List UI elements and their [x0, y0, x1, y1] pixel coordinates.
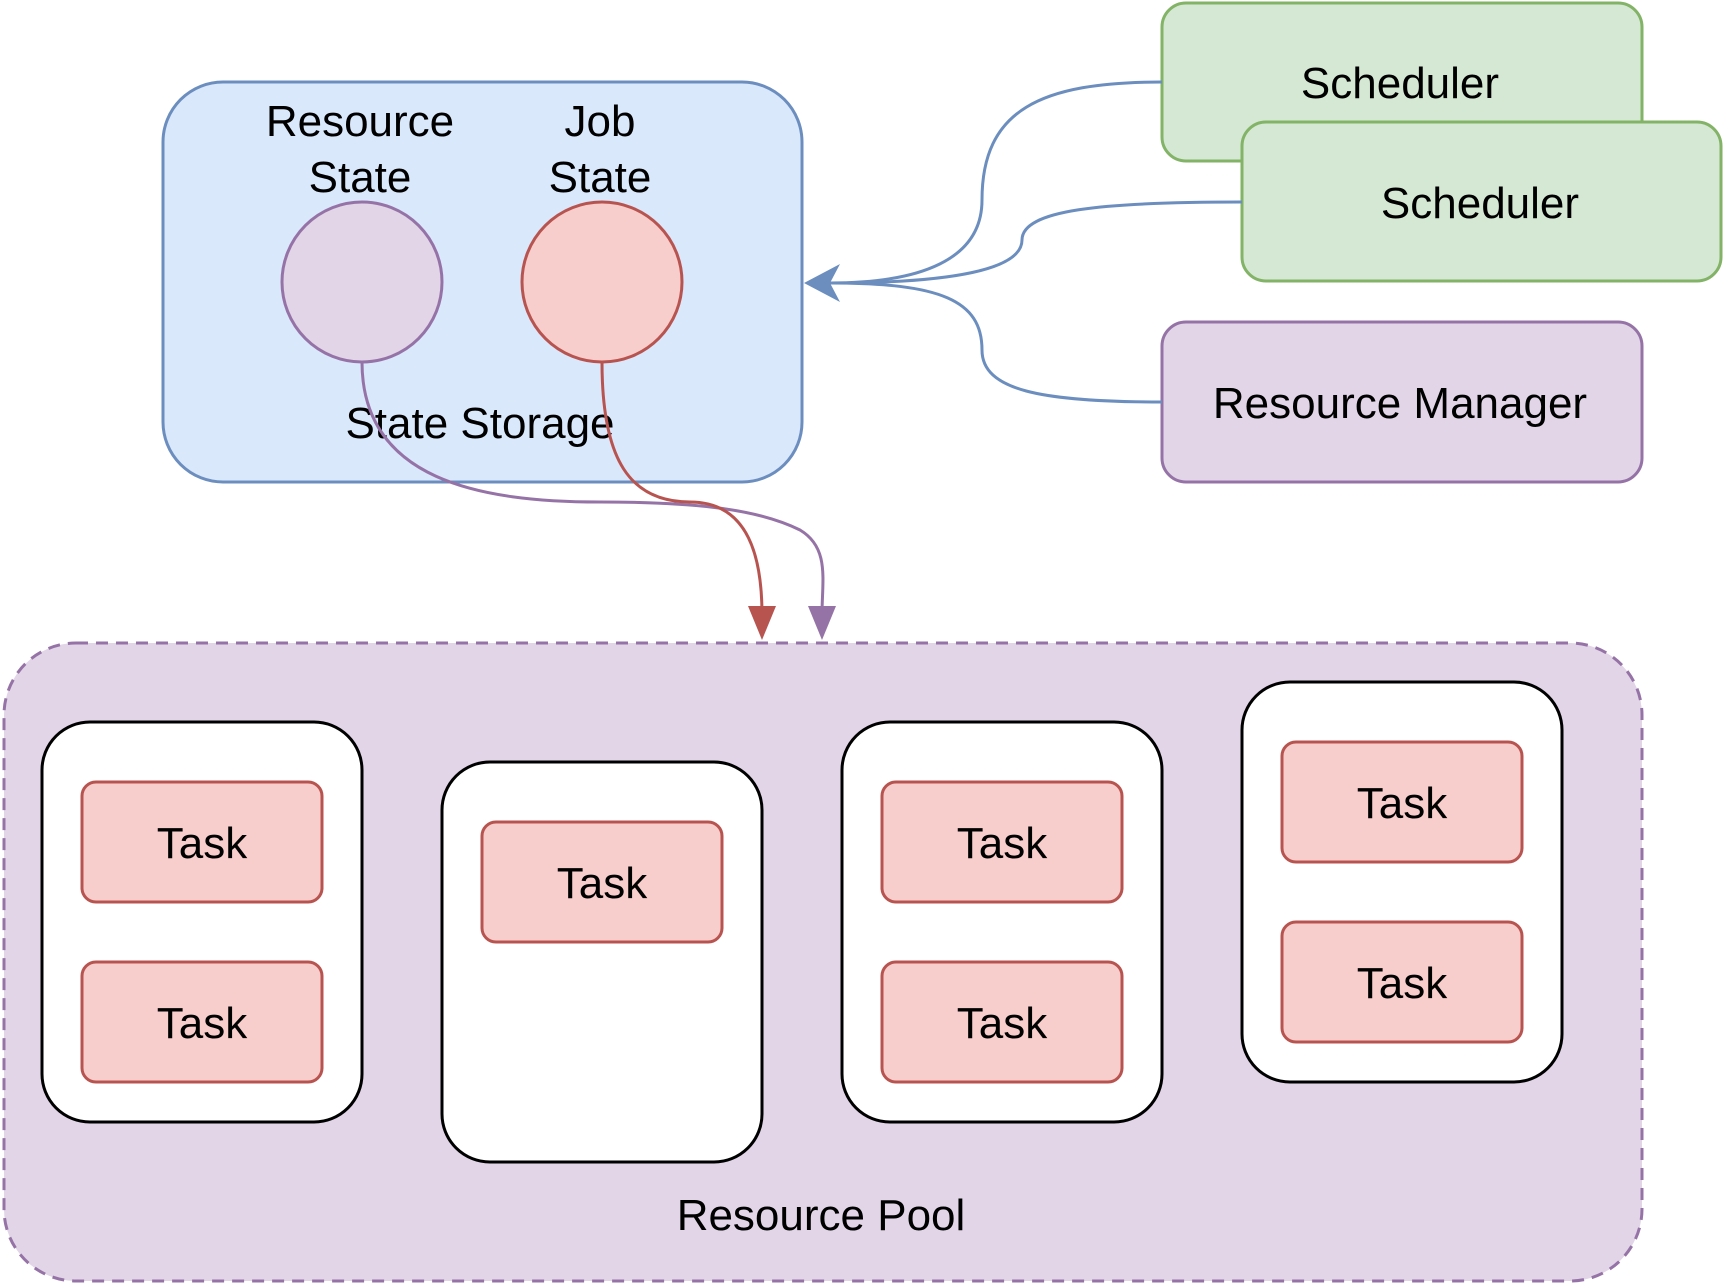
- task-box[interactable]: Task: [480, 820, 724, 944]
- task-label: Task: [1357, 779, 1448, 828]
- state-storage-label: State Storage: [345, 399, 614, 448]
- task-label: Task: [957, 999, 1048, 1048]
- node-1[interactable]: Task Task: [40, 720, 364, 1124]
- resource-manager-to-storage-edge: [829, 281, 1163, 404]
- scheduler-2-to-storage-edge: [829, 200, 1243, 285]
- task-label: Task: [1357, 959, 1448, 1008]
- task-box[interactable]: Task: [880, 780, 1124, 904]
- resource-state-to-pool-edge: [360, 361, 825, 616]
- task-label: Task: [157, 819, 248, 868]
- job-state-circle[interactable]: [520, 200, 684, 364]
- task-box[interactable]: Task: [80, 960, 324, 1084]
- task-label: Task: [957, 819, 1048, 868]
- resource-state-label-line2: State: [309, 153, 412, 202]
- task-label: Task: [157, 999, 248, 1048]
- resource-state-label-line1: Resource: [266, 97, 454, 146]
- task-box[interactable]: Task: [1280, 740, 1524, 864]
- job-state-label-line1: Job: [565, 97, 636, 146]
- resource-state-arrowhead-icon: [808, 606, 836, 640]
- resource-pool[interactable]: Resource Pool: [2, 641, 1644, 1283]
- node-2[interactable]: Task: [440, 760, 764, 1164]
- scheduler-label: Scheduler: [1301, 59, 1499, 108]
- scheduler-2[interactable]: Scheduler: [1240, 120, 1723, 283]
- task-label: Task: [557, 859, 648, 908]
- node-3[interactable]: Task Task: [840, 720, 1164, 1124]
- scheduler-label: Scheduler: [1381, 179, 1579, 228]
- resource-manager[interactable]: Resource Manager: [1160, 320, 1644, 484]
- resource-pool-container: [2, 641, 1644, 1283]
- scheduler-1-to-storage-edge: [829, 80, 1163, 285]
- resource-state-circle[interactable]: [280, 200, 444, 364]
- node-4[interactable]: Task Task: [1240, 680, 1564, 1084]
- storage-arrowhead-icon: [804, 264, 840, 302]
- resource-pool-label: Resource Pool: [677, 1191, 966, 1240]
- task-box[interactable]: Task: [880, 960, 1124, 1084]
- task-box[interactable]: Task: [80, 780, 324, 904]
- job-state-arrowhead-icon: [748, 606, 776, 640]
- task-box[interactable]: Task: [1280, 920, 1524, 1044]
- resource-manager-label: Resource Manager: [1213, 379, 1587, 428]
- state-storage[interactable]: Resource State Job State State Storage: [161, 80, 804, 484]
- job-state-to-pool-edge: [600, 361, 764, 616]
- job-state-label-line2: State: [549, 153, 652, 202]
- state-storage-container: [161, 80, 804, 484]
